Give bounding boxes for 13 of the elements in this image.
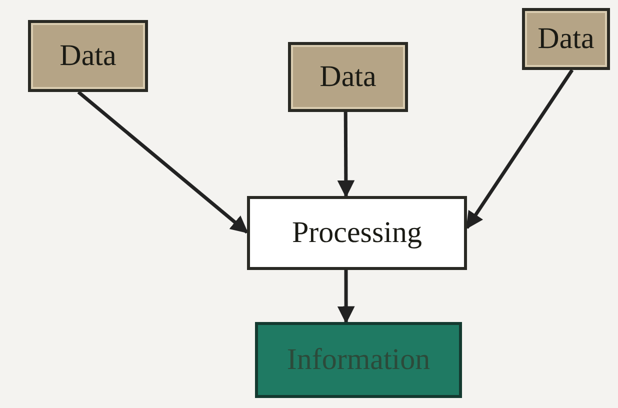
node-label: Data <box>60 39 116 73</box>
node-label: Data <box>538 22 594 56</box>
data-box <box>288 42 408 112</box>
process-box <box>247 196 467 270</box>
node-label: Processing <box>292 216 422 250</box>
arrow <box>337 270 355 324</box>
arrow <box>337 112 355 198</box>
output-box <box>255 322 462 398</box>
arrow <box>466 69 574 230</box>
node-label: Data <box>320 60 376 94</box>
arrow <box>77 90 248 234</box>
data-box <box>28 20 148 92</box>
data-box <box>522 8 610 70</box>
